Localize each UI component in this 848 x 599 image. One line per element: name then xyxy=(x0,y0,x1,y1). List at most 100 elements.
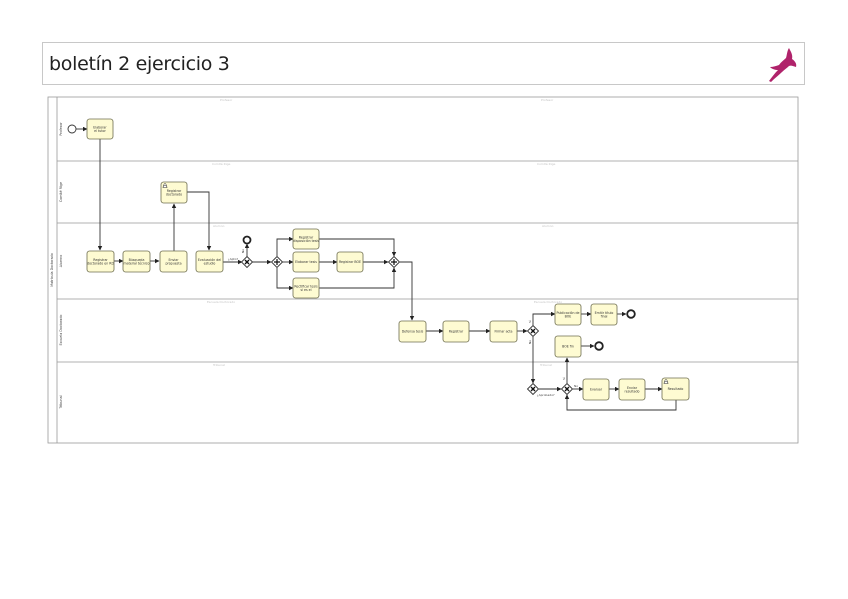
flow-label: Sí xyxy=(528,320,532,323)
task-label: Evaluar xyxy=(590,388,603,392)
task-t12[interactable]: Registrar xyxy=(442,320,470,343)
task-box xyxy=(160,181,188,204)
task-box xyxy=(292,251,320,273)
task-label: Emitir título xyxy=(595,311,614,315)
task-label: BOE fin xyxy=(562,345,574,349)
task-label: Rectificar tesis xyxy=(294,284,318,288)
task-label: Registrar xyxy=(93,258,108,262)
task-box xyxy=(398,320,427,343)
task-t8[interactable]: Elaborar tesis xyxy=(292,251,320,273)
flow xyxy=(319,238,397,257)
task-box xyxy=(554,335,582,358)
lane-watermark: Profesor xyxy=(541,98,554,102)
lane-watermark: Profesor xyxy=(220,98,233,102)
task-label: Firmar acta xyxy=(494,330,512,334)
task-box xyxy=(489,320,518,343)
task-t9[interactable]: Registrar BOE xyxy=(336,251,364,273)
task-box xyxy=(122,250,151,273)
flow-labels: ¿Apto? No Sí No ¿Aprobado? Sí No xyxy=(228,249,578,397)
task-label: el tutor xyxy=(94,129,106,133)
task-t19[interactable]: Resultado xyxy=(661,377,690,401)
task-label: Registrar BOE xyxy=(339,260,361,264)
task-label: final xyxy=(601,315,608,319)
user-task-icon-head xyxy=(163,183,167,186)
task-label: Registrar xyxy=(167,189,182,193)
task-box xyxy=(195,250,224,273)
flow-label: Sí xyxy=(562,377,566,380)
lane-watermark: Escuela Doctorado xyxy=(207,300,235,304)
task-label: disposición tesis xyxy=(293,239,319,243)
end-event xyxy=(594,341,604,351)
task-box xyxy=(159,250,188,273)
pool-label: Matricula Doctorado xyxy=(50,253,54,286)
task-box xyxy=(661,377,690,401)
exclusive-gateway xyxy=(560,382,574,396)
exclusive-gateway xyxy=(240,255,254,269)
parallel-gateway xyxy=(387,255,401,269)
task-label: Registrar xyxy=(449,330,464,334)
flow xyxy=(400,261,415,321)
flow xyxy=(564,394,677,411)
task-t13[interactable]: Firmar acta xyxy=(489,320,518,343)
lanes: Profesor Comité Rige Alumno Escuela Doct… xyxy=(57,98,798,410)
task-label: Publicación de xyxy=(557,311,580,315)
gateways xyxy=(240,255,574,396)
lane-label-tribunal: Tribunal xyxy=(59,395,63,409)
lane-label-escuela: Escuela Doctorado xyxy=(59,315,63,346)
events xyxy=(67,124,636,351)
task-t17[interactable]: Evaluar xyxy=(582,378,610,401)
gazelle-logo-icon xyxy=(769,48,797,82)
lane-watermark: Alumno xyxy=(213,224,225,228)
task-label: doctorado xyxy=(166,193,182,197)
lane-watermark: Tribunal xyxy=(212,363,225,367)
task-label: propuesta xyxy=(165,262,181,266)
lane-watermark: Comité Rige xyxy=(537,162,555,166)
lane-label-alumno: Alumno xyxy=(59,255,63,268)
end-event xyxy=(626,309,636,319)
task-label: Elaborar xyxy=(93,125,107,129)
exclusive-gateway xyxy=(526,382,540,396)
task-label: si es el xyxy=(300,288,311,292)
task-label: Registrar xyxy=(299,235,314,239)
diagram-title: boletín 2 ejercicio 3 xyxy=(49,53,230,75)
task-box xyxy=(336,251,364,273)
lane-label-comite: Comité Rige xyxy=(59,182,63,202)
task-box xyxy=(582,378,610,401)
task-label: Búsqueda xyxy=(129,258,145,262)
end-event xyxy=(242,235,252,245)
flow-label: No xyxy=(528,340,532,344)
task-t11[interactable]: Defensa tesis xyxy=(398,320,427,343)
lane-label-profesor: Profesor xyxy=(59,122,63,136)
user-task-icon-head xyxy=(664,379,668,382)
task-label: estudio xyxy=(204,262,216,266)
task-box xyxy=(442,320,470,343)
flow xyxy=(319,267,397,289)
task-label: material técnico xyxy=(124,262,150,266)
task-label: BOE xyxy=(565,315,572,319)
task-box xyxy=(618,378,646,401)
task-box xyxy=(590,303,618,326)
task-box xyxy=(292,277,320,299)
task-t16[interactable]: BOE fin xyxy=(554,335,582,358)
flow xyxy=(276,268,294,291)
task-label: resultado xyxy=(625,390,640,394)
lane-watermark: Comité Rige xyxy=(212,162,230,166)
start-event xyxy=(67,124,77,134)
flow xyxy=(276,236,294,256)
flow-label: ¿Apto? xyxy=(228,257,239,261)
lane-watermark: Alumno xyxy=(542,224,554,228)
task-label: Defensa tesis xyxy=(402,330,424,334)
